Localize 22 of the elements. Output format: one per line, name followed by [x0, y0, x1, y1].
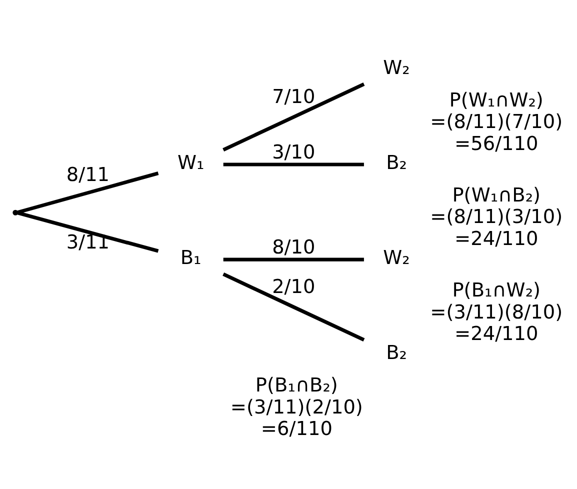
- node-label: P(B₁∩B₂) =(3/11)(2/10) =6/110: [230, 374, 363, 440]
- connector: [222, 272, 365, 342]
- connector: [17, 172, 159, 214]
- edge-label: 7/10: [272, 84, 316, 108]
- node-label: P(W₁∩W₂) =(8/11)(7/10) =56/110: [430, 88, 563, 155]
- node-label: P(W₁∩B₂) =(8/11)(3/10) =24/110: [430, 184, 563, 250]
- edge-label: 3/10: [272, 140, 316, 164]
- node-point: [12, 210, 18, 216]
- node-label: P(B₁∩W₂) =(3/11)(8/10) =24/110: [430, 278, 563, 345]
- node-text: W₂: [383, 56, 410, 80]
- edge-label: 2/10: [272, 274, 316, 298]
- connector: [17, 211, 159, 253]
- connector: [222, 82, 365, 152]
- node-text: B₁: [180, 246, 202, 270]
- edge-label: 8/11: [66, 163, 110, 186]
- node-text: W₁: [177, 151, 204, 174]
- node-text: B₂: [386, 341, 407, 364]
- connector: [223, 162, 364, 166]
- edge-label: 8/10: [272, 235, 316, 258]
- connector: [223, 258, 364, 262]
- node-text: B₂: [386, 151, 407, 174]
- node-text: W₂: [383, 246, 410, 270]
